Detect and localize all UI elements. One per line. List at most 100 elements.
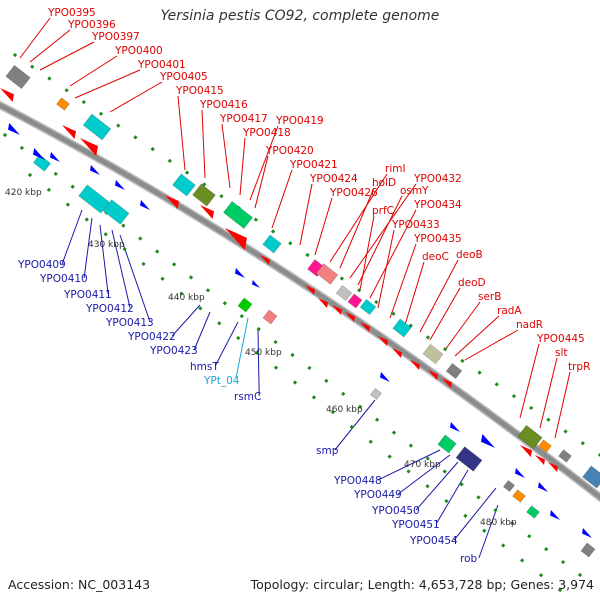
reverse-label-connector xyxy=(83,217,93,279)
reverse-gene-label[interactable]: YPO0411 xyxy=(63,289,112,301)
reverse-gene-label[interactable]: YPO0454 xyxy=(409,535,458,547)
forward-label-connector xyxy=(404,261,425,326)
tick-mark-outer xyxy=(47,76,52,81)
tick-mark-scale xyxy=(122,247,127,252)
tick-mark-scale xyxy=(84,217,89,222)
tick-mark-scale xyxy=(311,395,317,400)
forward-gene-label[interactable]: YPO0432 xyxy=(413,173,462,185)
forward-gene-arrow xyxy=(0,88,14,102)
rna-gene-label[interactable]: YPt_04 xyxy=(203,375,240,387)
reverse-gene xyxy=(455,446,483,472)
reverse-gene-label[interactable]: YPO0450 xyxy=(371,505,420,517)
reverse-gene-arrow xyxy=(515,468,525,478)
forward-gene-label[interactable]: nadR xyxy=(516,319,543,331)
forward-gene-label[interactable]: slt xyxy=(555,347,568,359)
forward-gene-label[interactable]: YPO0426 xyxy=(329,187,378,199)
reverse-gene-label[interactable]: YPO0449 xyxy=(353,489,402,501)
forward-gene-arrow xyxy=(225,228,247,250)
forward-gene-label[interactable]: rimI xyxy=(385,163,406,175)
reverse-gene-label[interactable]: smp xyxy=(316,445,339,457)
tick-mark-outer xyxy=(580,441,585,446)
scale-label: 420 kbp xyxy=(5,188,42,198)
tick-mark-inner xyxy=(205,288,211,293)
forward-gene-label[interactable]: YPO0395 xyxy=(47,7,96,19)
tick-mark-scale xyxy=(482,528,487,533)
reverse-gene-label[interactable]: YPO0410 xyxy=(39,273,88,285)
scale-label: 460 kbp xyxy=(326,405,363,415)
tick-mark-inner xyxy=(374,417,380,422)
tick-mark-inner xyxy=(341,391,346,396)
reverse-gene-label[interactable]: rob xyxy=(460,553,478,565)
forward-gene-label[interactable]: radA xyxy=(497,305,522,317)
tick-mark-scale xyxy=(65,202,70,207)
reverse-label-connector xyxy=(397,454,451,495)
forward-gene-arrow xyxy=(332,305,342,315)
tick-mark-inner xyxy=(408,443,413,448)
reverse-gene-arrow xyxy=(8,123,20,135)
reverse-label-connector xyxy=(193,311,211,351)
genome-backbone xyxy=(0,52,600,593)
forward-gene-label[interactable]: YPO0405 xyxy=(159,71,208,83)
reverse-gene-label[interactable]: YPO0412 xyxy=(85,303,134,315)
forward-gene-label[interactable]: YPO0420 xyxy=(265,145,314,157)
tick-mark-inner xyxy=(476,495,481,500)
tick-mark-scale xyxy=(425,484,430,489)
forward-label-connector xyxy=(254,155,269,209)
forward-gene-label[interactable]: deoD xyxy=(458,277,486,289)
reverse-label-connector xyxy=(415,461,459,511)
tick-mark-scale xyxy=(463,513,468,518)
forward-gene xyxy=(347,293,363,309)
forward-gene-label[interactable]: deoC xyxy=(422,251,449,263)
tick-mark-scale xyxy=(406,469,411,474)
reverse-gene-label[interactable]: YPO0451 xyxy=(391,519,440,531)
reverse-gene-label[interactable]: YPO0448 xyxy=(333,475,382,487)
forward-gene-label[interactable]: osmY xyxy=(400,185,429,197)
reverse-gene-label[interactable]: hmsT xyxy=(190,361,219,373)
forward-gene-label[interactable]: trpR xyxy=(568,361,590,373)
forward-gene-arrow xyxy=(260,255,270,265)
gene-features xyxy=(0,64,600,558)
forward-gene xyxy=(223,201,253,229)
tick-mark-scale xyxy=(141,261,146,267)
forward-gene-label[interactable]: YPO0401 xyxy=(137,59,186,71)
reverse-gene-label[interactable]: YPO0423 xyxy=(149,345,198,357)
reverse-gene-label[interactable]: YPO0413 xyxy=(105,317,154,329)
reverse-gene xyxy=(502,479,516,493)
reverse-gene-label[interactable]: rsmC xyxy=(234,391,261,403)
forward-gene-arrow xyxy=(200,205,214,219)
forward-gene-label[interactable]: YPO0418 xyxy=(242,127,291,139)
reverse-gene-label[interactable]: YPO0422 xyxy=(127,331,176,343)
forward-gene-label[interactable]: YPO0400 xyxy=(114,45,163,57)
forward-gene-label[interactable]: prfC xyxy=(372,205,394,217)
forward-gene-label[interactable]: YPO0435 xyxy=(413,233,462,245)
forward-gene-arrow xyxy=(80,138,98,156)
forward-gene-label[interactable]: YPO0397 xyxy=(91,31,140,43)
forward-gene-label[interactable]: YPO0419 xyxy=(275,115,324,127)
forward-gene-label[interactable]: YPO0433 xyxy=(391,219,440,231)
tick-mark-inner xyxy=(510,521,515,526)
forward-gene-label[interactable]: YPO0445 xyxy=(536,333,585,345)
tick-mark-inner xyxy=(172,262,177,267)
forward-label-connector xyxy=(357,195,403,286)
forward-gene-label[interactable]: YPO0396 xyxy=(67,19,116,31)
tick-mark-inner xyxy=(256,327,261,332)
forward-gene-label[interactable]: deoB xyxy=(456,249,483,261)
tick-mark-scale xyxy=(330,410,335,415)
reverse-gene-arrow xyxy=(90,165,100,175)
forward-gene-label[interactable]: YPO0415 xyxy=(175,85,224,97)
tick-mark-inner xyxy=(19,145,25,151)
reverse-gene xyxy=(102,199,130,225)
forward-gene-label[interactable]: YPO0421 xyxy=(289,159,338,171)
forward-gene-arrow xyxy=(392,348,402,358)
scale-label: 470 kbp xyxy=(404,460,441,470)
tick-mark-outer xyxy=(184,170,190,175)
forward-gene-label[interactable]: YPO0417 xyxy=(219,113,268,125)
forward-gene-label[interactable]: YPO0424 xyxy=(309,173,358,185)
forward-gene-label[interactable]: YPO0416 xyxy=(199,99,248,111)
forward-gene-label[interactable]: holD xyxy=(372,177,396,189)
reverse-gene-label[interactable]: YPO0409 xyxy=(17,259,66,271)
tick-mark-scale xyxy=(557,587,563,593)
tick-mark-outer xyxy=(339,276,345,281)
forward-gene-label[interactable]: serB xyxy=(478,291,501,303)
forward-gene-label[interactable]: YPO0434 xyxy=(413,199,462,211)
